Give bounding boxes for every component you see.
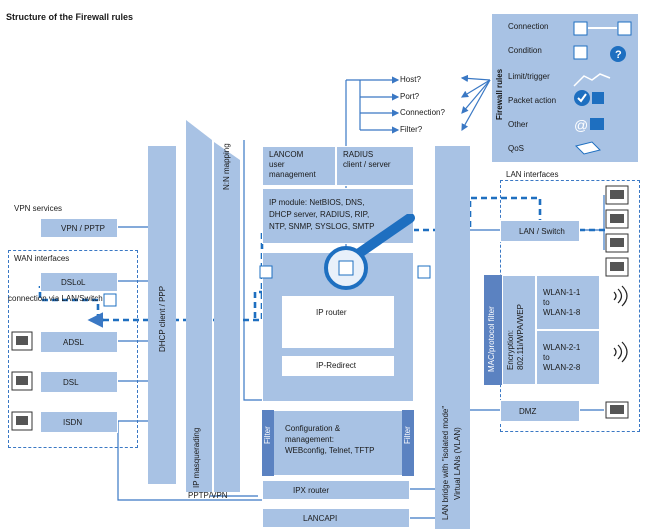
lan-port-icon <box>605 209 629 229</box>
legend-packet-action-label: Packet action <box>508 96 557 105</box>
dmz-box: DMZ <box>500 400 580 422</box>
qos-icon <box>575 141 601 155</box>
dsl-box: DSL <box>40 371 118 393</box>
connection-icon <box>573 21 632 36</box>
ipx-router-box: IPX router <box>262 480 410 500</box>
lan-bridge-label: LAN bridge with "isolated mode" <box>441 405 450 520</box>
dhcp-column <box>148 146 176 484</box>
nn-masq-shape <box>186 120 240 492</box>
lancapi-box: LANCAPI <box>262 508 410 528</box>
question-port: Port? <box>400 92 420 101</box>
magnifier-icon <box>324 214 415 290</box>
wifi-icon-2 <box>613 341 628 363</box>
vpn-pptp-box: VPN / PPTP <box>40 218 118 238</box>
svg-text:@: @ <box>574 117 588 133</box>
wan-interfaces-frame <box>8 250 138 448</box>
firewall-rules-panel <box>492 14 638 162</box>
question-connection: Connection? <box>400 108 445 117</box>
adsl-port-icon <box>11 331 33 351</box>
legend-qos-label: QoS <box>508 144 525 153</box>
lan-interfaces-label: LAN interfaces <box>506 170 559 179</box>
packet-icon <box>259 265 273 279</box>
other-icon: @ <box>574 117 604 133</box>
legend-other-label: Other <box>508 120 529 129</box>
dmz-port-icon <box>605 401 629 419</box>
filter-left <box>262 410 274 476</box>
ip-router-box: IP router <box>282 296 394 348</box>
question-host: Host? <box>400 75 421 84</box>
lan-port-icon <box>605 185 629 205</box>
packet-icons <box>103 265 431 307</box>
packet-icon <box>417 265 431 279</box>
isdn-port-icon <box>11 411 33 431</box>
lan-port-icon <box>605 233 629 253</box>
wifi-icon-1 <box>613 285 628 307</box>
wlan2-box: WLAN-2-1 to WLAN-2-8 <box>536 330 600 385</box>
wlan1-box: WLAN-1-1 to WLAN-1-8 <box>536 275 600 330</box>
lan-switch-box: LAN / Switch <box>500 220 580 242</box>
mac-filter-bar <box>484 275 502 385</box>
vlan-label: Virtual LANs (VLAN) <box>453 427 462 500</box>
vpn-services-label: VPN services <box>14 204 63 213</box>
question-filter: Filter? <box>400 125 423 134</box>
legend-limit-trigger-label: Limit/trigger <box>508 72 550 81</box>
legend-icons: ? @ <box>573 21 632 155</box>
pptp-vpn-label: PPTP/VPN <box>188 491 228 500</box>
config-box: Configuration & management: WEBconfig, T… <box>262 410 414 476</box>
firewall-rules-heading: Firewall rules <box>495 68 504 120</box>
wan-port-icons <box>11 331 33 431</box>
dslol-box: DSLoL <box>40 272 118 292</box>
wan-interfaces-label: WAN interfaces <box>14 254 70 263</box>
packet-action-icon <box>574 90 604 106</box>
adsl-box: ADSL <box>40 331 118 353</box>
diagram-title: Structure of the Firewall rules <box>6 12 134 22</box>
svg-text:?: ? <box>615 49 622 61</box>
mac-filter-label: MAC/protocol filter <box>487 306 496 372</box>
ip-redirect-box: IP-Redirect <box>282 356 394 376</box>
lan-port-icon <box>605 257 629 277</box>
lancom-user-box: LANCOM user management <box>262 146 336 186</box>
encryption-label: Encryption: 802.11i/WPA/WEP <box>506 304 525 370</box>
encryption-box <box>502 275 536 385</box>
ip-masquerading-label: IP masquerading <box>192 427 201 488</box>
condition-icon: ? <box>573 45 626 62</box>
nn-mapping-label: N:N mapping <box>222 143 231 190</box>
lan-bridge-column <box>435 146 470 529</box>
isdn-box: ISDN <box>40 411 118 433</box>
legend-connection-label: Connection <box>508 22 549 31</box>
radius-box: RADIUS client / server <box>336 146 414 186</box>
limit-trigger-icon <box>573 73 611 87</box>
dsl-port-icon <box>11 371 33 391</box>
filter-right <box>402 410 414 476</box>
dslol-note: connection via LAN/Switch <box>8 294 103 303</box>
legend-condition-label: Condition <box>508 46 542 55</box>
lan-port-icons <box>605 185 629 419</box>
ip-module-box: IP module: NetBIOS, DNS, DHCP server, RA… <box>262 188 414 244</box>
packet-icon <box>103 293 117 307</box>
